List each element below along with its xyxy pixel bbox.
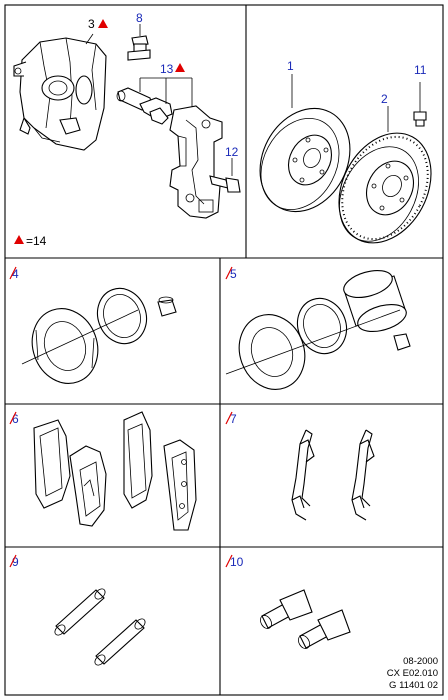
piston-kit-5	[225, 270, 411, 390]
disc-screw	[413, 82, 427, 127]
panel-10-label: 10	[230, 555, 244, 569]
pin-boots-10	[260, 589, 351, 649]
bleed-screw	[127, 24, 151, 61]
panel-7-mark-icon	[225, 411, 233, 425]
callout-bolt-12: 12	[225, 145, 239, 159]
carrier-service-triangle-icon	[175, 63, 185, 72]
anti-rattle-springs-7	[291, 429, 375, 521]
callout-caliper: 3	[88, 17, 95, 31]
seal-kit-4	[21, 287, 177, 384]
guide-pins	[116, 77, 193, 125]
panel-7-label: 7	[230, 412, 237, 426]
callout-disc-1: 1	[287, 59, 294, 73]
callout-bleed-screw: 8	[136, 11, 143, 25]
panel-10-mark-icon	[225, 554, 233, 568]
brake-disc-2	[338, 106, 432, 244]
brake-caliper	[13, 37, 107, 151]
callout-carrier: 13	[160, 62, 174, 76]
panel-5-mark-icon	[225, 266, 233, 280]
carrier-bolt	[209, 158, 241, 193]
brake-pads-6	[33, 411, 197, 531]
panel-9-label: 9	[12, 555, 19, 569]
footer-date: 08-2000	[403, 656, 438, 667]
legend-label: =14	[26, 234, 47, 248]
panel-6-label: 6	[12, 412, 19, 426]
legend-triangle-icon	[14, 235, 24, 244]
panel-6-mark-icon	[9, 411, 17, 425]
panel-4-label: 4	[12, 267, 19, 281]
callout-disc-2: 2	[381, 92, 388, 106]
footer-ref: G 11401 02	[389, 680, 438, 691]
panel-4-mark-icon	[9, 266, 17, 280]
panel-5-label: 5	[230, 267, 237, 281]
footer-code: CX E02.010	[387, 668, 438, 679]
panel-grid	[4, 4, 444, 696]
caliper-service-triangle-icon	[98, 19, 108, 28]
caliper-carrier	[169, 105, 223, 219]
callout-bolt-11: 11	[414, 63, 427, 77]
panel-9-mark-icon	[9, 554, 17, 568]
guide-pins-9	[54, 588, 146, 666]
brake-disc-1	[259, 74, 351, 213]
